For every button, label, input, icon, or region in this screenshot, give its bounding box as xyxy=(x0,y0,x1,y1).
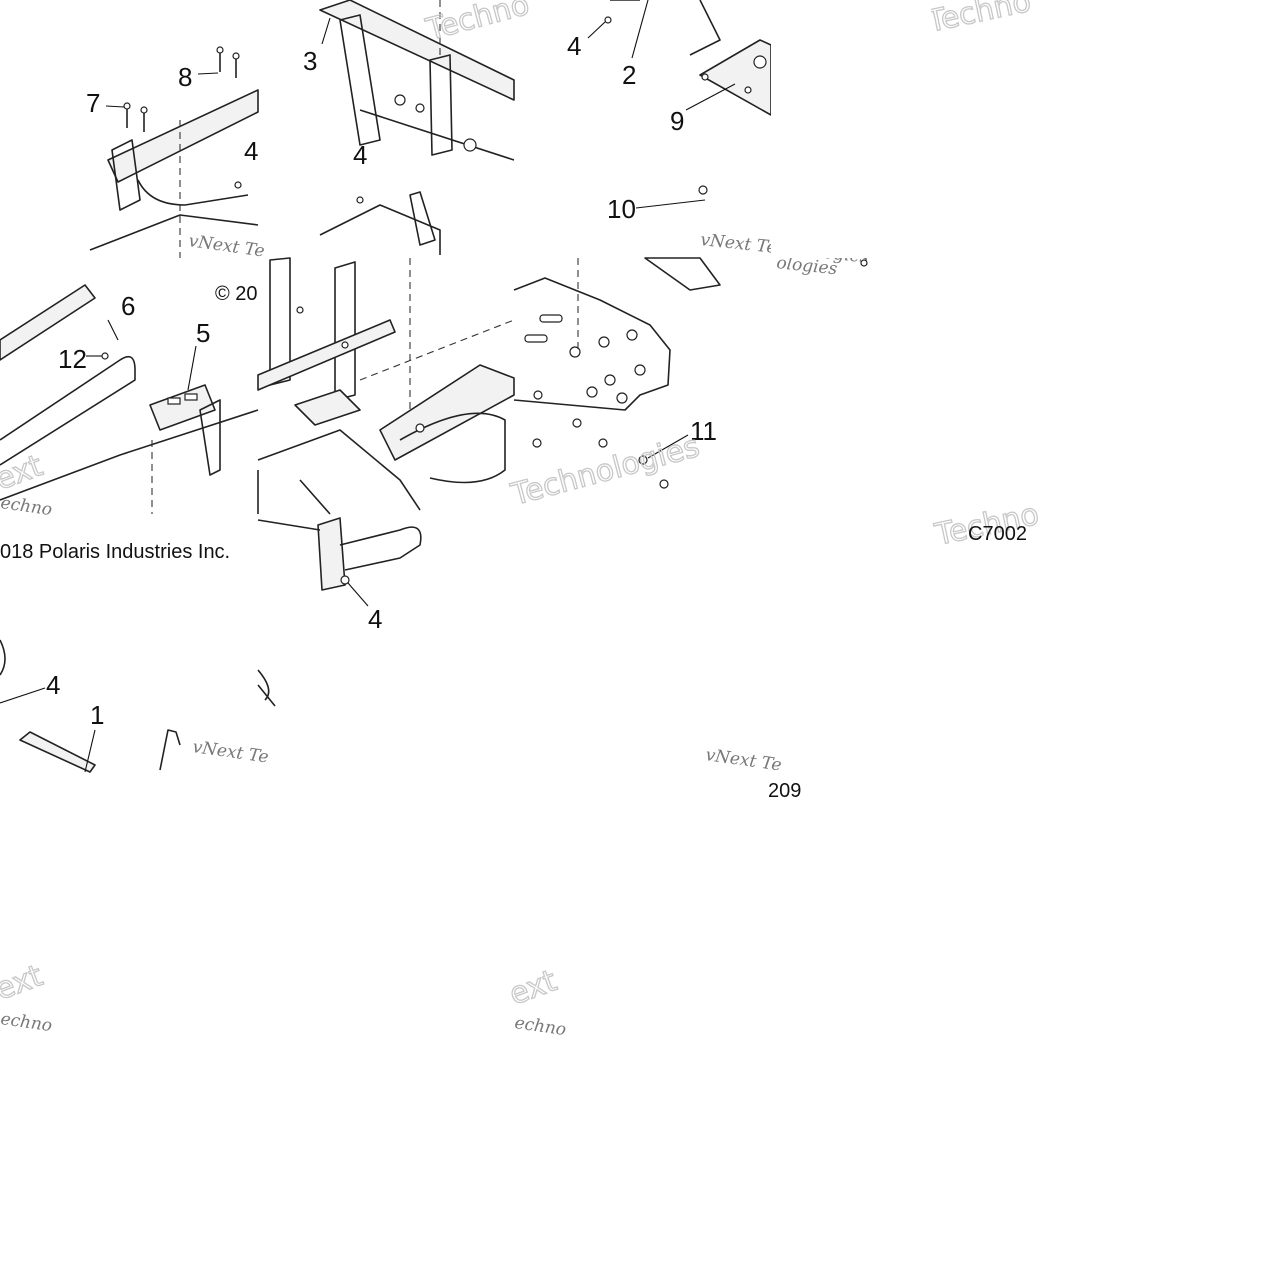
copyright-bottom: 018 Polaris Industries Inc. xyxy=(0,541,230,563)
callout-7: 7 xyxy=(86,88,100,118)
main-frame-upright xyxy=(429,54,453,156)
tile-gap-masks xyxy=(0,0,1285,971)
chassis-lower-rail xyxy=(257,429,421,511)
figure-code-top: C7002 xyxy=(968,523,1027,545)
tile-bottom-middle: 4 xyxy=(257,517,422,707)
callout-1: 1 xyxy=(90,700,104,730)
chassis-crossbar xyxy=(257,319,396,391)
callout-2: 2 xyxy=(622,60,636,90)
tile-far-right-middle: Techno C7002 xyxy=(931,496,1043,553)
frame-base-rail xyxy=(0,409,259,501)
callout-9: 9 xyxy=(670,106,684,136)
frame-lower-member xyxy=(89,214,259,251)
tile-middle-left: 6 12 5 © 20 ext echno xyxy=(0,283,259,520)
push-fasteners-11 xyxy=(532,390,669,489)
frame-gusset xyxy=(199,399,221,476)
main-frame-side xyxy=(339,14,381,146)
callout-4-e: 4 xyxy=(368,604,382,634)
floor-panel xyxy=(513,277,671,411)
callout-6: 6 xyxy=(121,291,135,321)
frame-rail-top xyxy=(107,89,259,183)
loop-tube-6 xyxy=(0,355,136,466)
callout-4-c: 4 xyxy=(567,31,581,61)
copyright-top: © 20 xyxy=(215,283,258,305)
frame-bracket xyxy=(111,139,141,211)
main-frame-cross xyxy=(359,109,515,161)
bolt-set-8 xyxy=(216,46,240,78)
watermark-large: Techno xyxy=(422,0,533,48)
watermark-text: echno xyxy=(513,1013,567,1040)
side-rail xyxy=(0,284,96,361)
callout-4-a: 4 xyxy=(244,136,258,166)
floor-panel-9 xyxy=(699,39,772,116)
main-frame-bracket xyxy=(409,191,436,246)
chassis-front-beam xyxy=(379,364,515,461)
chassis-bumper-tube xyxy=(399,412,506,484)
bolt-set-7 xyxy=(123,102,148,132)
upper-frame-loop xyxy=(610,0,721,56)
watermark-large: Techno xyxy=(923,0,1034,40)
lower-cross-member-1 xyxy=(19,731,96,773)
tile-top-middle: 3 4 Techno xyxy=(303,0,534,255)
tile-bottom-left: 018 Polaris Industries Inc. 4 1 vNext Te xyxy=(0,541,270,773)
chassis-upright xyxy=(269,257,291,386)
callout-5: 5 xyxy=(196,318,210,348)
callout-4-d: 4 xyxy=(46,670,60,700)
main-frame-base xyxy=(319,204,441,255)
mount-bracket-5 xyxy=(149,384,216,431)
tile-center xyxy=(257,257,515,515)
lower-loop xyxy=(339,526,422,571)
main-frame-top-rail xyxy=(319,0,515,101)
callout-4-b: 4 xyxy=(353,140,367,170)
watermark-text: vNext Te xyxy=(191,737,269,767)
skid-plate xyxy=(294,389,361,426)
lower-frame-tube xyxy=(0,639,6,676)
chassis-subframe xyxy=(257,470,331,515)
frame-loop-tube xyxy=(137,179,249,206)
lower-side-rail xyxy=(317,517,346,591)
lower-frame-link xyxy=(257,519,321,531)
lower-brace xyxy=(159,729,181,771)
callout-10: 10 xyxy=(607,194,636,224)
watermark-text: echno xyxy=(0,493,53,520)
tile-center-right: 11 Technologies xyxy=(506,258,717,514)
watermark-large: ext xyxy=(0,448,48,497)
watermark-text: echno xyxy=(0,1009,53,1036)
chassis-upright-2 xyxy=(334,261,356,401)
callout-3: 3 xyxy=(303,46,317,76)
callout-11: 11 xyxy=(690,416,717,446)
tile-top-left: 7 8 4 vNext Te xyxy=(86,46,266,262)
callout-8: 8 xyxy=(178,62,192,92)
watermark-text: vNext Te xyxy=(187,231,265,261)
figure-code-bottom: 209 xyxy=(768,780,801,802)
callout-12: 12 xyxy=(58,344,87,374)
wheel-hub-fragment xyxy=(257,669,276,707)
frame-fragment xyxy=(644,257,721,291)
